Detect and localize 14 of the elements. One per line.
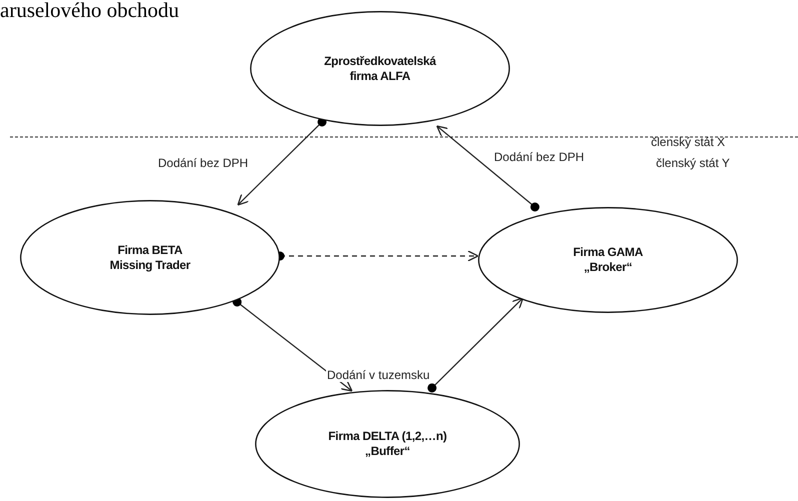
region-label: členský stát X	[650, 135, 726, 149]
edge-label: Dodání bez DPH	[157, 156, 250, 170]
node-label: Firma DELTA (1,2,…n) „Buffer“	[327, 429, 448, 459]
region-label: členský stát Y	[655, 156, 731, 170]
node-label: Zprostředkovatelská firma ALFA	[323, 54, 438, 84]
title: aruselového obchodu	[0, 0, 180, 23]
edge-label: Dodání bez DPH	[493, 150, 586, 164]
arrow	[428, 297, 524, 392]
node-label: Firma GAMA „Broker“	[572, 245, 644, 275]
arrow	[232, 298, 353, 392]
arrow	[436, 125, 540, 212]
edge-label: Dodání v tuzemsku	[326, 368, 431, 382]
node-label: Firma BETA Missing Trader	[108, 242, 192, 272]
arrow	[237, 117, 327, 206]
